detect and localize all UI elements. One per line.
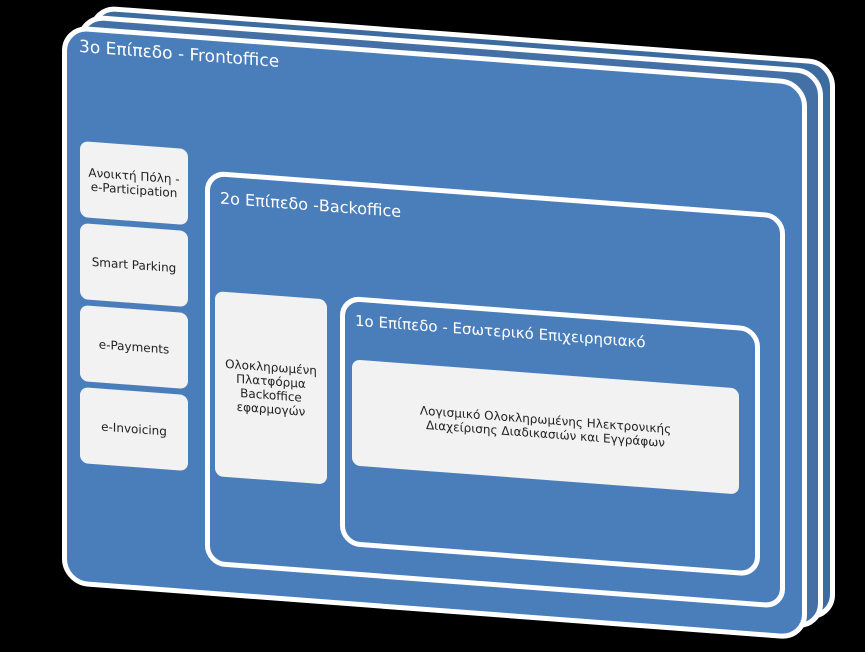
backoffice-platform-label: Ολοκληρωμένη Πλατφόρμα Backoffice εφαρμο… (225, 356, 317, 419)
level2-title: 2ο Επίπεδο -Backoffice (220, 188, 402, 222)
level3-panel: 3ο Επίπεδο - Frontoffice Ανοικτή Πόλη - … (62, 24, 807, 641)
level2-panel: 2ο Επίπεδο -Backoffice Ολοκληρωμένη Πλατ… (205, 170, 785, 609)
frontoffice-item-label: e-Invoicing (101, 419, 167, 439)
level3-title: 3ο Επίπεδο - Frontoffice (79, 36, 280, 72)
frontoffice-item-e-participation: Ανοικτή Πόλη - e-Participation (80, 141, 188, 226)
frontoffice-item-e-invoicing: e-Invoicing (80, 387, 188, 472)
level1-panel: 1ο Επίπεδο - Εσωτερικό Επιχειρησιακό Λογ… (340, 295, 760, 577)
frontoffice-item-label: Ανοικτή Πόλη - e-Participation (88, 165, 180, 201)
document-management-software-label: Λογισμικό Ολοκληρωμένης Ηλεκτρονικής Δια… (419, 403, 672, 450)
document-management-software-box: Λογισμικό Ολοκληρωμένης Ηλεκτρονικής Δια… (352, 359, 739, 495)
frontoffice-item-label: e-Payments (98, 337, 170, 357)
diagram-canvas: 3ο Επίπεδο - Frontoffice Ανοικτή Πόλη - … (62, 4, 835, 641)
level1-title: 1ο Επίπεδο - Εσωτερικό Επιχειρησιακό (355, 311, 646, 352)
frontoffice-item-smart-parking: Smart Parking (80, 223, 188, 308)
backoffice-platform-box: Ολοκληρωμένη Πλατφόρμα Backoffice εφαρμο… (215, 291, 327, 485)
frontoffice-item-label: Smart Parking (91, 254, 177, 276)
frontoffice-item-e-payments: e-Payments (80, 305, 188, 390)
